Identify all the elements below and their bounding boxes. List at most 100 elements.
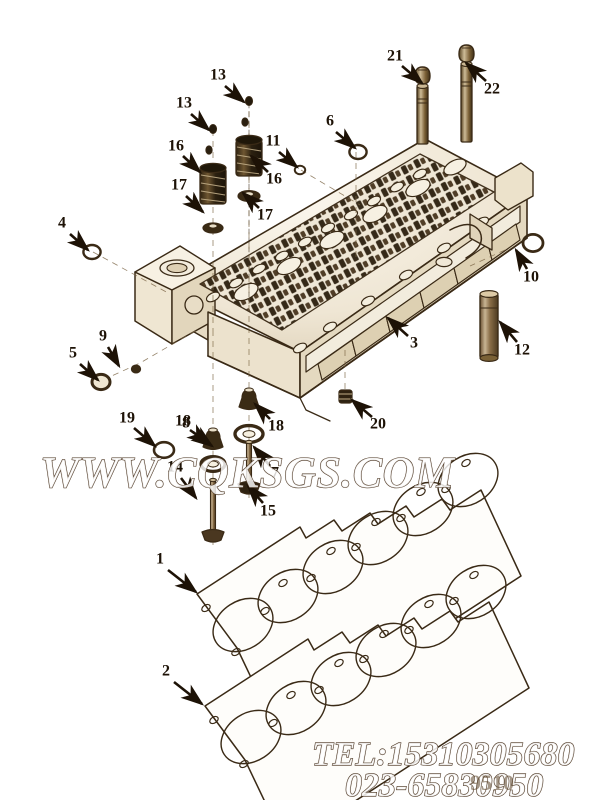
callout-number: 17	[171, 177, 187, 194]
callout-number: 2	[162, 663, 170, 680]
watermark-site-url: WWW.CQKSGS.COM	[40, 448, 456, 497]
callout-leader-line	[101, 343, 121, 369]
callout-leader-line	[253, 402, 276, 425]
callout-leader-line	[241, 191, 264, 214]
callout-leader-line	[167, 568, 199, 594]
callout-17-spring-seat-17b[interactable]: 17	[241, 191, 273, 224]
callout-leader-line	[514, 247, 534, 273]
valve-spring-16b	[235, 134, 263, 177]
head-gasket-lower	[204, 564, 530, 800]
callout-5-o-ring-5[interactable]: 5	[69, 345, 100, 382]
callout-20-plug-20[interactable]: 20	[350, 398, 386, 433]
callout-number: 22	[484, 81, 500, 98]
callout-9-plug-9[interactable]: 9	[99, 328, 121, 369]
callout-leader-line	[275, 147, 299, 169]
callout-number: 18	[175, 413, 191, 430]
stem-seal-18a	[202, 427, 224, 451]
plug-9	[130, 364, 142, 374]
valve-spring-16a	[199, 162, 227, 205]
callout-13-retainer-lock-13b[interactable]: 13	[176, 95, 211, 132]
callout-number: 7	[271, 465, 279, 482]
callout-18-stem-seal-18b[interactable]: 18	[253, 402, 284, 435]
callout-leader-line	[182, 191, 205, 214]
callout-3-cylinder-head-body[interactable]: 3	[386, 316, 418, 352]
callout-leader-line	[350, 398, 374, 420]
valve-train-detail	[199, 153, 495, 331]
spring-seat-17a	[202, 222, 224, 234]
callout-21-head-bolt-21[interactable]: 21	[387, 48, 424, 85]
callout-leader-line	[66, 229, 90, 252]
o-ring-10	[521, 232, 545, 253]
callout-number: 6	[326, 113, 334, 130]
callout-22-head-bolt-22[interactable]: 22	[464, 61, 500, 98]
callout-leader-line	[498, 320, 520, 344]
watermark-ghost-number: 9510	[470, 770, 514, 795]
callout-number: 21	[387, 48, 403, 65]
callout-leader-line	[133, 426, 157, 448]
intake-valve-14	[201, 477, 225, 543]
callout-leader-line	[76, 359, 100, 382]
callout-16-valve-spring-16a[interactable]: 16	[168, 138, 202, 174]
callout-12-valve-guide-12[interactable]: 12	[498, 320, 530, 359]
callout-number: 13	[176, 95, 192, 112]
retainer-lock-13a	[244, 95, 254, 107]
watermark-tel-line1: TEL:15310305680	[312, 736, 575, 773]
callout-number: 17	[257, 207, 273, 224]
callout-19-o-ring-19[interactable]: 19	[119, 410, 157, 448]
callout-leader-line	[400, 63, 424, 85]
o-ring-19	[152, 440, 176, 460]
callout-number: 3	[410, 335, 418, 352]
valve-guide-12	[479, 290, 499, 363]
callout-6-o-ring-6[interactable]: 6	[326, 113, 357, 150]
head-bolt-22	[458, 44, 475, 143]
cylinder-head-body	[134, 138, 534, 422]
callout-11-o-ring-11[interactable]: 11	[265, 133, 299, 169]
callout-number: 12	[514, 342, 530, 359]
callout-10-o-ring-10[interactable]: 10	[514, 247, 539, 286]
callout-15-exhaust-valve-15[interactable]: 15	[246, 484, 276, 520]
callout-number: 9	[99, 328, 107, 345]
callout-number: 5	[69, 345, 77, 362]
callout-number: 20	[370, 416, 386, 433]
callout-leader-line	[186, 424, 211, 445]
o-ring-6	[348, 143, 368, 161]
plug-20	[338, 389, 353, 404]
callout-leader-line	[249, 154, 272, 177]
callout-leader-line	[187, 109, 211, 132]
callout-1-head-gasket-upper[interactable]: 1	[156, 551, 199, 594]
callout-leader-line	[386, 316, 410, 339]
retainer-lock-13b	[205, 123, 218, 155]
callout-leader-line	[179, 151, 202, 174]
callout-number: 16	[266, 171, 282, 188]
callout-17-spring-seat-17a[interactable]: 17	[171, 177, 205, 214]
o-ring-11	[293, 164, 307, 176]
callout-leader-line	[173, 680, 205, 706]
callout-7-valve-spring-seat-7[interactable]: 7	[252, 445, 279, 482]
callout-number: 11	[265, 133, 280, 150]
callout-leader-line	[464, 61, 488, 84]
callout-leader-line	[252, 445, 274, 469]
callout-number: 16	[168, 138, 184, 155]
callout-leader-line	[246, 484, 269, 508]
callout-number: 14	[167, 459, 183, 476]
callout-13-retainer-lock-13a[interactable]: 13	[210, 67, 246, 104]
callout-number: 1	[156, 551, 164, 568]
callout-number: 8	[182, 415, 190, 432]
callout-number: 18	[268, 418, 284, 435]
callout-number: 15	[260, 503, 276, 520]
callout-number: 4	[58, 215, 66, 232]
watermark-tel-line2: 023-65830950	[345, 767, 543, 800]
callout-16-valve-spring-16b[interactable]: 16	[249, 154, 282, 188]
seal-8	[199, 455, 227, 474]
callout-leader-line	[222, 82, 246, 104]
callout-2-head-gasket-lower[interactable]: 2	[162, 663, 205, 706]
callout-leader-line	[176, 476, 198, 501]
o-ring-4	[82, 243, 102, 261]
callout-18-stem-seal-18a[interactable]: 18	[175, 413, 211, 445]
callout-14-intake-valve-14[interactable]: 14	[167, 459, 198, 501]
callout-4-o-ring-4[interactable]: 4	[58, 215, 90, 252]
callout-leader-line	[333, 128, 357, 150]
